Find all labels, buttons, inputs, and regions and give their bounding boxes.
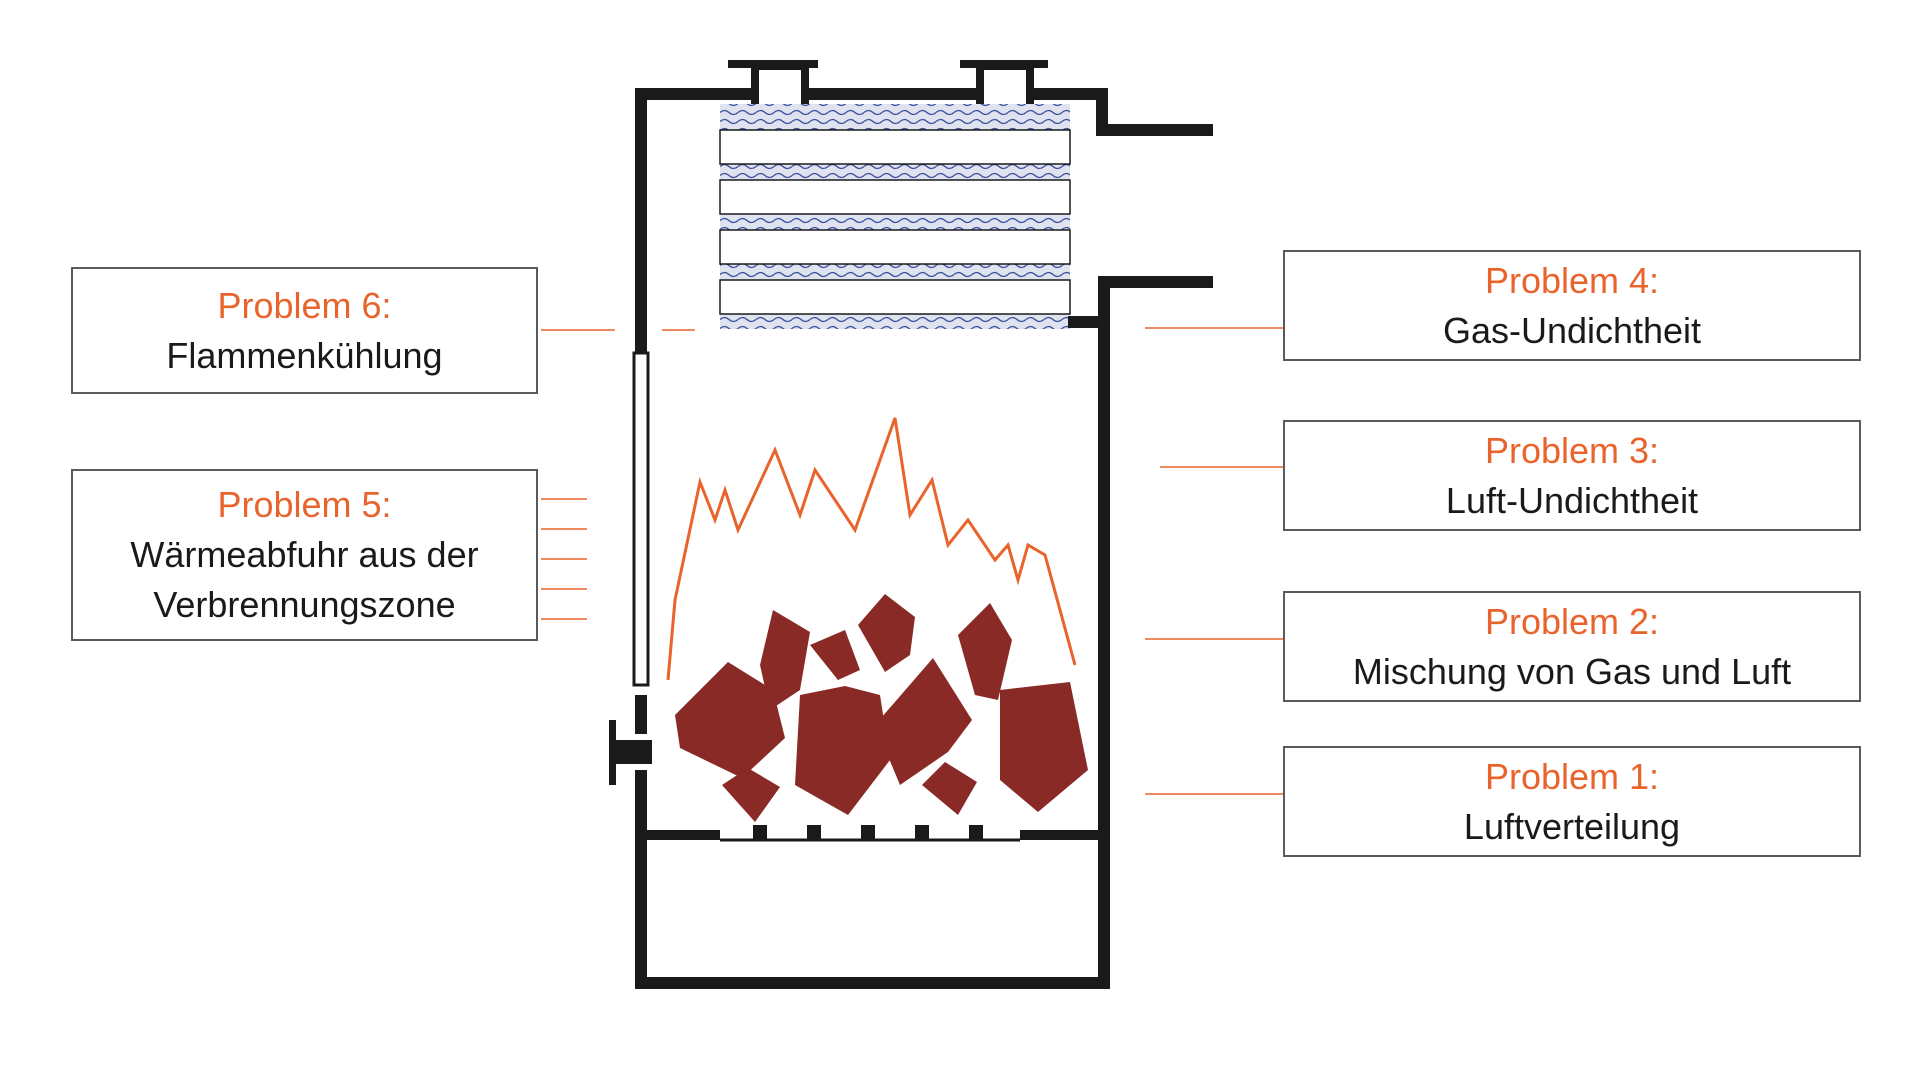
problem-6-description: Flammenkühlung <box>166 334 443 376</box>
gas-outlet-duct-bottom <box>1098 276 1213 325</box>
fuel-chunk <box>922 762 977 815</box>
problem-3-title: Problem 3: <box>1484 429 1660 471</box>
problem-1-title: Problem 1: <box>1484 755 1660 797</box>
fuel-bed <box>675 594 1088 822</box>
flame-outline <box>666 417 1077 681</box>
problem-3-description: Luft-Undichtheit <box>1445 479 1699 521</box>
fuel-chunk <box>760 610 810 710</box>
problem-4-title: Problem 4: <box>1484 259 1660 301</box>
gas-outlet-duct-top <box>1096 94 1213 136</box>
problem-6-title: Problem 6: <box>217 284 392 326</box>
fuel-chunk <box>858 594 915 672</box>
air-inlet-pipe <box>609 720 652 785</box>
problem-3-box: Problem 3: Luft-Undichtheit <box>1283 420 1861 531</box>
problem-1-description: Luftverteilung <box>1463 805 1681 847</box>
fuel-chunk <box>795 686 890 815</box>
grate <box>640 830 1108 842</box>
fuel-chunk <box>675 662 785 778</box>
problem-5-description-line-1: Wärmeabfuhr aus der <box>130 534 479 575</box>
fuel-chunk <box>958 603 1012 700</box>
connector-lines <box>541 327 1283 795</box>
cooling-plate <box>719 179 1071 215</box>
cooling-plate <box>719 279 1071 315</box>
problem-4-description: Gas-Undichtheit <box>1442 309 1702 351</box>
problem-2-title: Problem 2: <box>1484 600 1660 642</box>
fuel-chunk <box>875 658 972 785</box>
problem-2-description: Mischung von Gas und Luft <box>1352 650 1792 692</box>
problem-4-box: Problem 4: Gas-Undichtheit <box>1283 250 1861 361</box>
grate-bars <box>753 825 983 839</box>
fuel-chunk <box>810 630 860 680</box>
problem-1-box: Problem 1: Luftverteilung <box>1283 746 1861 857</box>
sight-glass <box>632 351 650 687</box>
fuel-chunk <box>1000 682 1088 812</box>
problem-5-description-line-2: Verbrennungszone <box>153 584 456 625</box>
fuel-chunk <box>722 768 780 822</box>
cooling-plate <box>719 229 1071 265</box>
problem-2-box: Problem 2: Mischung von Gas und Luft <box>1283 591 1861 702</box>
heat-exchanger <box>719 104 1104 329</box>
problem-5-title: Problem 5: <box>217 484 392 525</box>
cooling-plate <box>719 129 1071 165</box>
problem-6-box: Problem 6: Flammenkühlung <box>71 267 538 394</box>
problem-5-box: Problem 5: Wärmeabfuhr aus der Verbrennu… <box>71 469 538 641</box>
